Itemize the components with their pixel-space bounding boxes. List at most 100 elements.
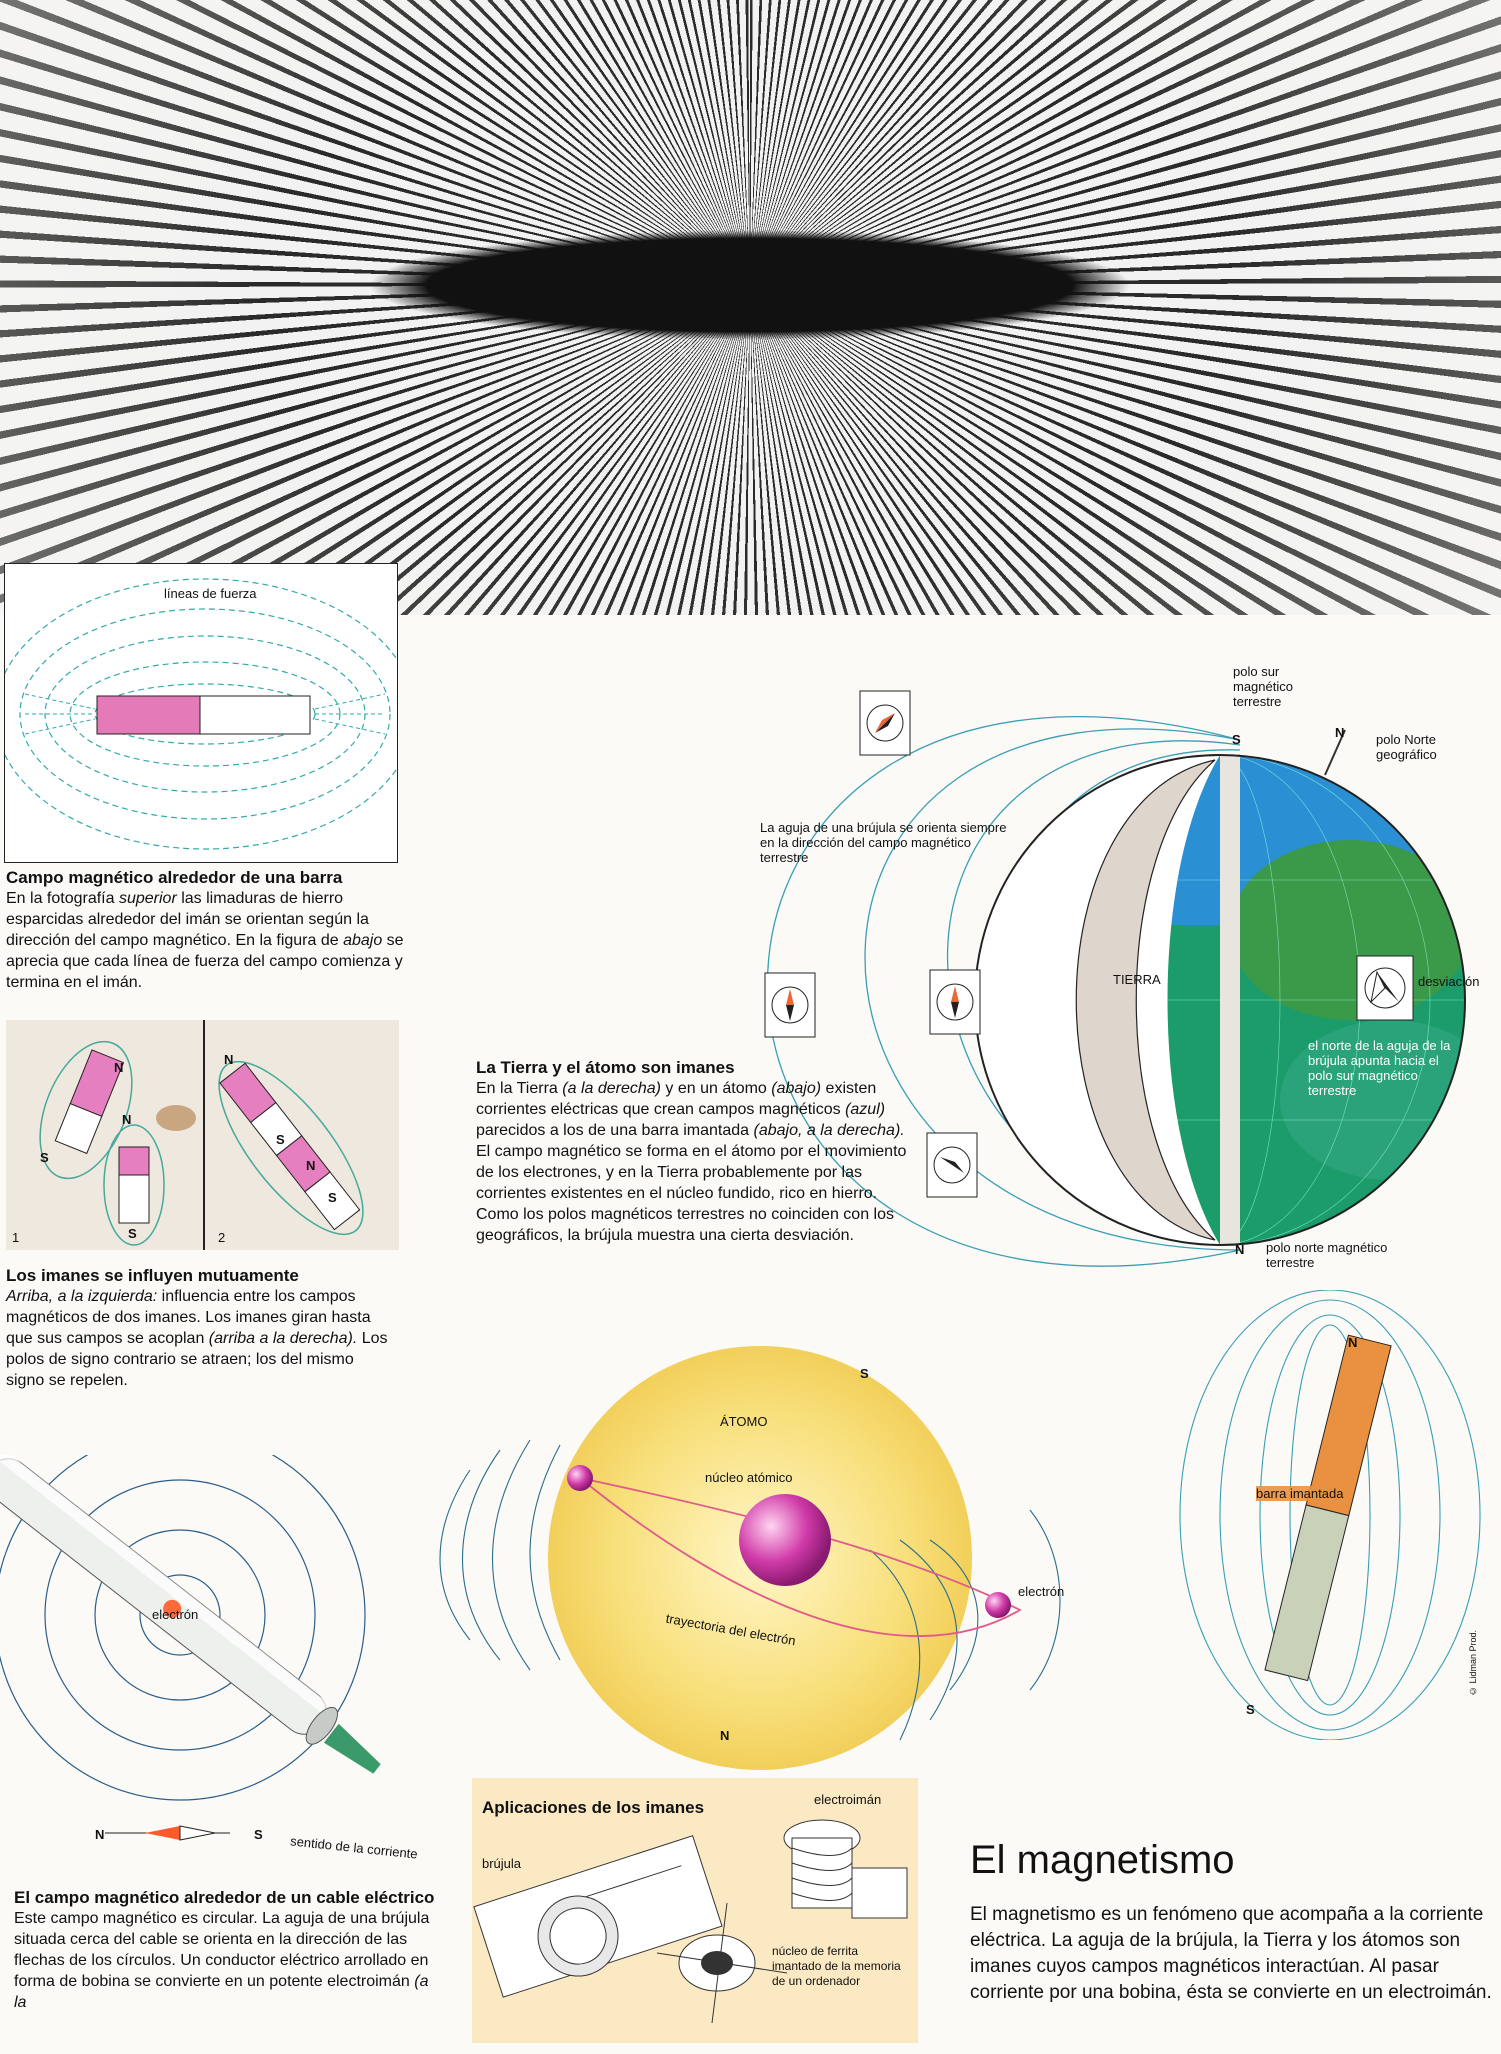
- bar-n-label: N: [1348, 1335, 1358, 1350]
- earth-atom-em-4: (abajo, a la derecha).: [753, 1122, 905, 1139]
- compass-ruler: [473, 1835, 723, 1998]
- cable-diagram: electrón sentido de la corriente N S: [0, 1429, 470, 1865]
- cable-title: El campo magnético alrededor de un cable…: [14, 1888, 435, 1907]
- panel-2-label: 2: [218, 1230, 226, 1245]
- compass-5: [929, 969, 981, 1035]
- compass-2: [764, 972, 816, 1038]
- influence-title: Los imanes se influyen mutuamente: [6, 1266, 299, 1285]
- magnet-s3-label: S: [276, 1132, 285, 1147]
- cable-n-label: N: [95, 1827, 105, 1842]
- bar-magnet-svg: [1179, 1289, 1481, 1741]
- earth-cutaway: [1075, 759, 1216, 1241]
- earth-atom-text-4: parecidos a los de una barra imantada: [476, 1122, 754, 1139]
- cable-svg: [0, 1429, 381, 1841]
- article: El magnetismo El magnetismo es un fenóme…: [970, 1836, 1498, 2006]
- atomic-nucleus: [739, 1494, 831, 1586]
- earth-atom-text-1: En la Tierra: [476, 1080, 563, 1097]
- bar-magnet-south: [199, 695, 311, 735]
- bar-field-text-3: se aprecia que cada línea de fuerza del …: [6, 932, 404, 991]
- earth-atom-text-2: y en un átomo: [660, 1080, 772, 1097]
- influence-em-1: Arriba, a la izquierda:: [6, 1288, 158, 1305]
- compass-11: [926, 1132, 978, 1198]
- bar-field-em-1: superior: [118, 890, 177, 907]
- electron-label: electrón: [1018, 1584, 1065, 1599]
- bar-field-text-2: las limaduras de hierro esparcidas alred…: [6, 890, 369, 949]
- cable-body-text: Este campo magnético es circular. La agu…: [14, 1910, 430, 1990]
- bar-magnet-grey: [1264, 1504, 1350, 1682]
- field-lines-label: líneas de fuerza: [161, 586, 260, 601]
- atom-title: ÁTOMO: [720, 1414, 768, 1429]
- bar-magnet-diagram: N barra imantada S © Lidman Prod.: [1150, 1289, 1501, 1741]
- cable-caption: El campo magnético alrededor de un cable…: [14, 1888, 444, 2048]
- earth-field-svg: [764, 690, 1466, 1267]
- magnets-interaction-svg: [39, 1020, 364, 1250]
- desviacion-label: desviación: [1418, 974, 1480, 989]
- earth-diagram: polo sur magnético terrestre polo Norte …: [590, 630, 1501, 1310]
- applications-svg: [473, 1819, 908, 2024]
- atom-s-label: S: [860, 1366, 869, 1381]
- influence-body: Arriba, a la izquierda: influencia entre…: [6, 1286, 392, 1391]
- cable-electron-label: electrón: [152, 1607, 199, 1622]
- compass-earth: [1356, 955, 1414, 1021]
- magnet-s4-label: S: [328, 1190, 337, 1205]
- iron-filings-vignette: [0, 0, 1501, 615]
- article-title: El magnetismo: [970, 1838, 1235, 1882]
- earth-atom-em-3: (azul): [845, 1101, 886, 1118]
- norte-aguja-label: el norte de la aguja de la brújula apunt…: [1308, 1038, 1451, 1098]
- bar-field-caption: Campo magnético alrededor de una barra E…: [6, 868, 406, 993]
- magnet-s-label: S: [40, 1150, 49, 1165]
- magnet-a: [39, 1040, 133, 1180]
- bar-s-label: S: [1246, 1702, 1255, 1717]
- bar-magnet-north: [97, 696, 200, 734]
- earth-atom-body-2: El campo magnético se forma en el átomo …: [476, 1143, 907, 1244]
- applications-box: Aplicaciones de los imanes electroimán b…: [472, 1778, 918, 2043]
- magnets-coupled: [218, 1060, 364, 1236]
- ferrite-core: [656, 1902, 788, 2024]
- earth-n-label: N: [1235, 1242, 1245, 1257]
- tierra-label: TIERRA: [1113, 972, 1161, 987]
- cable-electron: [163, 1599, 182, 1618]
- magnets-interaction-photo: N S N S N S N S 1 2: [6, 1020, 399, 1250]
- iron-filings-photo: [0, 0, 1501, 615]
- field-lines-svg: [0, 578, 416, 850]
- cable-body-em: (a la: [14, 1973, 429, 2011]
- atom-diagram: S ÁTOMO núcleo atómico electrón trayecto…: [430, 1340, 1070, 1770]
- influence-em-2: (arriba a la derecha).: [208, 1330, 358, 1347]
- bar-field-body: En la fotografía superior las limaduras …: [6, 888, 406, 993]
- influence-text-1: influencia entre los campos magnéticos d…: [6, 1288, 371, 1347]
- polo-norte-geo-label: polo Norte geográfico: [1376, 732, 1437, 762]
- current-arrow: [323, 1723, 381, 1774]
- magnet-s2-label: S: [128, 1226, 137, 1241]
- polo-sur-label: polo sur magnético terrestre: [1233, 664, 1293, 709]
- polo-norte-mag-label: polo norte magnético terrestre: [1266, 1240, 1388, 1270]
- magnet-n3-label: N: [224, 1052, 234, 1067]
- electron-2: [985, 1592, 1011, 1618]
- stain: [156, 1105, 196, 1131]
- influence-caption: Los imanes se influyen mutuamente Arriba…: [6, 1266, 392, 1391]
- earth-atom-em-1: (a la derecha): [562, 1080, 661, 1097]
- ferrite-label: núcleo de ferrita imantado de la memoria…: [772, 1944, 901, 1988]
- earth-atom-caption: La Tierra y el átomo son imanes En la Ti…: [476, 1058, 908, 1246]
- magnet-n2-label: N: [122, 1112, 132, 1127]
- cable-body: Este campo magnético es circular. La agu…: [14, 1908, 444, 2013]
- north-axis: [1324, 729, 1346, 776]
- aguja-label: La aguja de una brújula se orienta siemp…: [760, 820, 1007, 865]
- applications-title: Aplicaciones de los imanes: [482, 1798, 705, 1817]
- cable-s-label: S: [254, 1827, 263, 1842]
- panel-1-label: 1: [12, 1230, 20, 1245]
- earth-atom-text-3: existen corrientes eléctricas que crean …: [476, 1080, 877, 1118]
- atom-svg: [439, 1346, 1061, 1770]
- magnet-n4-label: N: [306, 1158, 316, 1173]
- electromagnet-label: electroimán: [814, 1792, 882, 1807]
- article-body: El magnetismo es un fenómeno que acompañ…: [970, 1904, 1492, 2003]
- bar-field-text-1: En la fotografía: [6, 890, 119, 907]
- electron-orbit: [579, 1477, 1022, 1637]
- compass-label: brújula: [482, 1856, 522, 1871]
- magnet-b: [103, 1124, 165, 1246]
- bar-magnet-label: barra imantada: [1256, 1486, 1344, 1501]
- magnet-n-label: N: [114, 1060, 124, 1075]
- bar-field-em-2: abajo: [343, 932, 383, 949]
- electron-1: [567, 1465, 593, 1491]
- earth-atom-title: La Tierra y el átomo son imanes: [476, 1058, 735, 1077]
- field-lines-diagram: líneas de fuerza: [0, 563, 416, 863]
